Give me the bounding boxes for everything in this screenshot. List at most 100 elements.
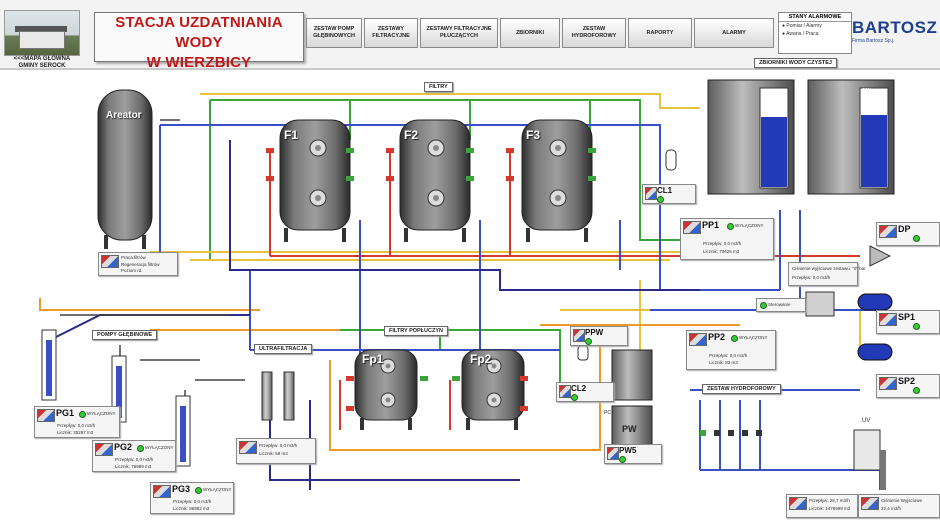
cl1-indicator	[657, 196, 664, 203]
pump-sp1	[857, 293, 893, 311]
alarm-line-1: ● Pomiar / Alarmy	[782, 23, 822, 29]
nav-backwash-button[interactable]: ZESTAWY FILTRACYJNE PŁUCZĄCYCH	[420, 18, 498, 48]
pg3-panel-icon	[153, 485, 171, 498]
cl1-container	[665, 149, 677, 171]
pp2-panel-icon	[689, 333, 707, 346]
pp2-status-box[interactable]: PP2 WYŁĄCZONY Przepływ: 0,0 m3/h Licznik…	[686, 330, 776, 370]
nav-deep-pumps-button[interactable]: ZESTAW POMP GŁĘBINOWYCH	[306, 18, 362, 48]
aerator-status-box[interactable]: Praca filtrów Regeneracja filtrów Poziom…	[98, 252, 178, 276]
output-flow-box[interactable]: Przepływ: 28,7 m3/h Licznik: 1478999 m3	[786, 494, 858, 518]
sp2-indicator	[913, 387, 920, 394]
clean-tanks-section-label[interactable]: ZBIORNIKI WODY CZYSTEJ	[754, 58, 837, 68]
ultrafiltration-section-label[interactable]: ULTRAFILTRACJA	[254, 344, 313, 354]
sterowanie-block	[805, 291, 835, 317]
nav-reports-button[interactable]: RAPORTY	[628, 18, 692, 48]
pg2-panel-icon	[95, 443, 113, 456]
pw5-indicator	[619, 456, 626, 463]
pw5-status-box[interactable]: PW5	[604, 444, 662, 464]
building-roof	[15, 26, 67, 32]
pc-label: PC	[604, 410, 611, 416]
deep-pumps-section-label[interactable]: POMPY GŁĘBINOWE	[92, 330, 158, 340]
cl1-status-box[interactable]: CL1	[642, 184, 696, 204]
sp1-indicator	[913, 323, 920, 330]
fp1-label: Fp1	[362, 352, 384, 366]
cl2-container	[577, 345, 589, 361]
cl2-panel-icon	[559, 385, 571, 398]
cl2-status-box[interactable]: CL2	[556, 382, 614, 402]
filter-f3	[521, 119, 593, 242]
well-pg1	[41, 329, 57, 401]
backwash-filters-section-label[interactable]: FILTRY POPŁUCZYN	[384, 326, 448, 336]
pw-vessel-label: PW	[622, 424, 637, 434]
pp1-panel-icon	[683, 221, 701, 234]
nav-alarms-button[interactable]: ALARMY	[694, 18, 774, 48]
home-link-line1: <<<MAPA GŁÓWNA	[13, 56, 71, 62]
home-map-link[interactable]: <<<MAPA GŁÓWNA GMINY SEROCK	[2, 56, 82, 70]
station-title: STACJA UZDATNIANIA WODY W WIERZBICY	[94, 12, 304, 71]
sterowanie-indicator	[760, 302, 767, 309]
well-pg3	[175, 395, 191, 467]
pump-sp2	[857, 343, 893, 361]
aerator-tank	[97, 89, 153, 249]
f3-label: F3	[526, 128, 541, 142]
ppw-status-box[interactable]: PPW	[570, 326, 628, 346]
pp2-indicator	[731, 335, 738, 342]
sp2-panel-icon	[879, 377, 897, 390]
right-tank-level: 83%	[862, 88, 873, 94]
nav-filtration-button[interactable]: ZESTAWY FILTRACYJNE	[364, 18, 418, 48]
sp2-status-box[interactable]: SP2	[876, 374, 940, 398]
alarm-line-2: ● Awaria / Praca	[782, 31, 819, 37]
fp2-label: Fp2	[470, 352, 492, 366]
dp-indicator	[913, 235, 920, 242]
clean-water-tank-right	[807, 79, 895, 195]
well-pg2	[111, 355, 127, 423]
building-icon	[19, 31, 65, 49]
pp1-indicator	[727, 223, 734, 230]
nav-hydrophore-button[interactable]: ZESTAW HYDROFOROWY	[562, 18, 626, 48]
filter-fp1	[354, 349, 418, 430]
filter-fp2	[461, 349, 525, 430]
sp1-status-box[interactable]: SP1	[876, 310, 940, 334]
red-pipes	[269, 150, 860, 430]
valves	[266, 148, 762, 436]
aerator-panel-icon	[101, 255, 119, 268]
uv-label: UV	[862, 418, 871, 424]
dp-panel-icon	[879, 225, 897, 238]
title-line2: W WIERZBICY	[146, 54, 252, 71]
left-tank-level: 84%	[762, 90, 773, 96]
sp1-panel-icon	[879, 313, 897, 326]
process-diagram	[39, 79, 895, 490]
output-pressure-icon	[861, 497, 879, 510]
pp1-status-box[interactable]: PP1 WYŁĄCZONY Przepływ: 0,0 m3/h Licznik…	[680, 218, 774, 260]
ppw-indicator	[585, 338, 592, 345]
vessel-ppw	[611, 349, 653, 401]
filter-f2	[399, 119, 471, 242]
company-logo: BARTOSZ Firma Bartosz Sp.j.	[852, 18, 938, 44]
uv-unit	[853, 429, 886, 490]
dp-status-box[interactable]: DP	[876, 222, 940, 246]
output-pressure-box[interactable]: Ciśnienie Wyjściowe 22,4 m3/h	[858, 494, 940, 518]
ultrafiltration-modules	[261, 371, 295, 421]
yellow-pipes	[150, 93, 861, 370]
nav-tanks-button[interactable]: ZBIORNIKI	[500, 18, 560, 48]
f1-label: F1	[284, 128, 299, 142]
home-map-thumbnail[interactable]	[4, 10, 80, 56]
pg2-status-box[interactable]: PG2 WYŁĄCZONY Przepływ: 0,0 m3/h Licznik…	[92, 440, 176, 472]
hydrophore-section-label[interactable]: ZESTAW HYDROFOROWY	[702, 384, 781, 394]
alarm-panel-title: STANY ALARMOWE	[779, 13, 851, 22]
pg2-indicator	[137, 445, 144, 452]
alarm-states-panel[interactable]: STANY ALARMOWE ● Pomiar / Alarmy ● Awari…	[778, 12, 852, 54]
pg1-panel-icon	[37, 409, 55, 422]
filter-f1	[279, 119, 351, 242]
cl2-indicator	[571, 394, 578, 401]
home-link-line2: GMINY SEROCK	[18, 63, 66, 69]
sterowanie-box[interactable]: Sterowanie	[756, 298, 806, 312]
uf-status-box[interactable]: Przepływ: 0,0 m3/h Licznik: 58 m3	[236, 438, 316, 464]
pump-dp	[869, 245, 892, 267]
pg3-indicator	[195, 487, 202, 494]
pw5-panel-icon	[607, 447, 619, 460]
aerator-label: Areator	[106, 110, 142, 121]
pg3-status-box[interactable]: PG3 WYŁĄCZONY Przepływ: 0,0 m3/h Licznik…	[150, 482, 234, 514]
pg1-status-box[interactable]: PG1 WYŁĄCZONY Przepływ: 0,0 m3/h Licznik…	[34, 406, 120, 438]
pg1-indicator	[79, 411, 86, 418]
